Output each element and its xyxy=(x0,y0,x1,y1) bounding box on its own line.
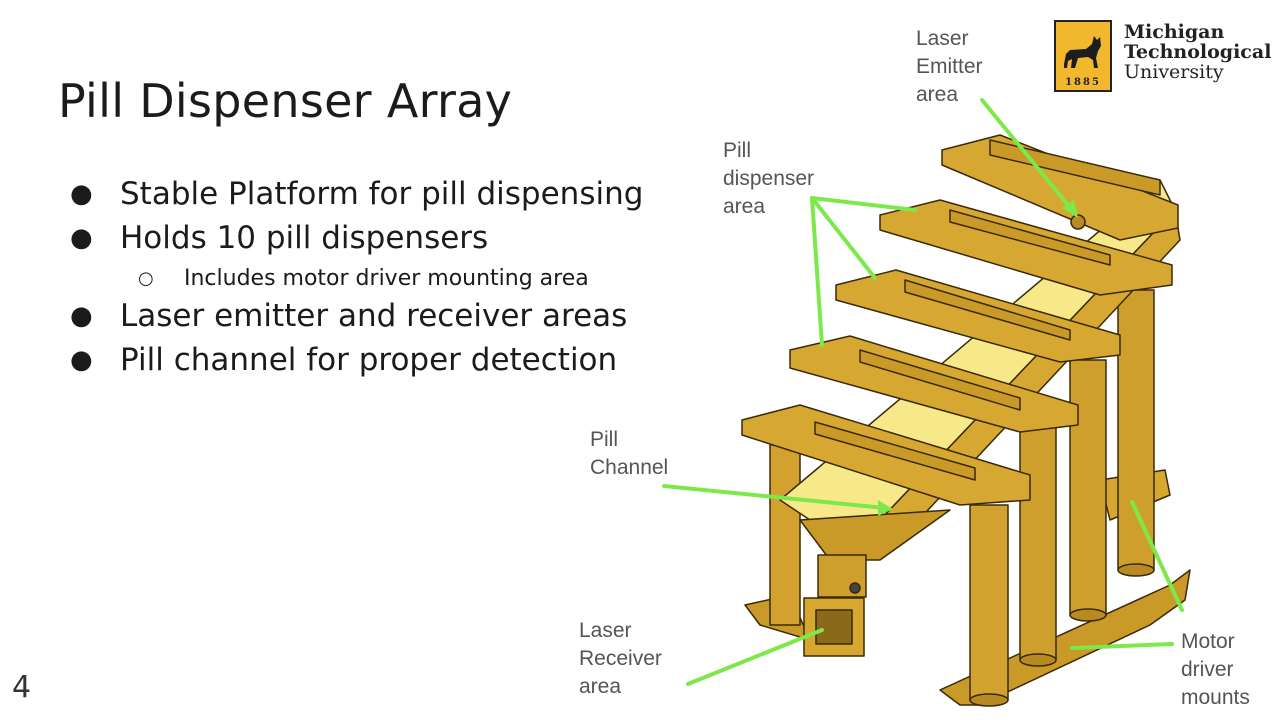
label-line: driver xyxy=(1181,658,1234,681)
bullet-text: Holds 10 pill dispensers xyxy=(120,220,489,256)
label-line: Laser xyxy=(579,619,632,642)
logo-wordmark: Michigan Technological University xyxy=(1124,22,1271,82)
label-line: area xyxy=(579,675,622,698)
bullet-text: Pill channel for proper detection xyxy=(120,342,618,378)
page-number: 4 xyxy=(12,670,32,705)
bullet-text: Stable Platform for pill dispensing xyxy=(120,176,644,212)
emitter-arrow xyxy=(980,98,1074,212)
label-line: Pill xyxy=(590,428,619,451)
bullet-text: Laser emitter and receiver areas xyxy=(120,298,628,334)
logo-line-1: Michigan xyxy=(1124,21,1225,43)
label-line: Receiver xyxy=(579,647,662,670)
pill-channel-label: Pill Channel xyxy=(590,426,668,482)
laser-emitter-label: Laser Emitter area xyxy=(916,25,983,109)
laser-receiver-label: Laser Receiver area xyxy=(579,617,662,701)
bullet-dot-icon: ● xyxy=(70,301,93,331)
sub-bullet-text: Includes motor driver mounting area xyxy=(184,266,589,291)
bullet-dot-icon: ● xyxy=(70,179,93,209)
label-line: Laser xyxy=(916,27,969,50)
husky-seal-icon: 1885 xyxy=(1054,20,1112,92)
label-line: Motor xyxy=(1181,630,1235,653)
label-line: area xyxy=(723,195,766,218)
university-logo: 1885 Michigan Technological University xyxy=(1054,18,1276,94)
label-line: area xyxy=(916,83,959,106)
bullet-dot-icon: ● xyxy=(70,223,93,253)
logo-line-3: University xyxy=(1124,61,1224,83)
slide-title: Pill Dispenser Array xyxy=(58,74,513,128)
hollow-bullet-icon: ○ xyxy=(138,268,154,289)
label-line: Pill xyxy=(723,139,752,162)
label-line: mounts xyxy=(1181,686,1250,709)
label-line: Channel xyxy=(590,456,669,479)
label-line: dispenser xyxy=(723,167,815,190)
label-line: Emitter xyxy=(916,55,983,78)
logo-year: 1885 xyxy=(1065,77,1101,88)
bullet-dot-icon: ● xyxy=(70,345,93,375)
motor-driver-label: Motor driver mounts xyxy=(1181,628,1250,712)
pill-dispenser-label: Pill dispenser area xyxy=(723,137,814,221)
logo-line-2: Technological xyxy=(1124,41,1272,63)
